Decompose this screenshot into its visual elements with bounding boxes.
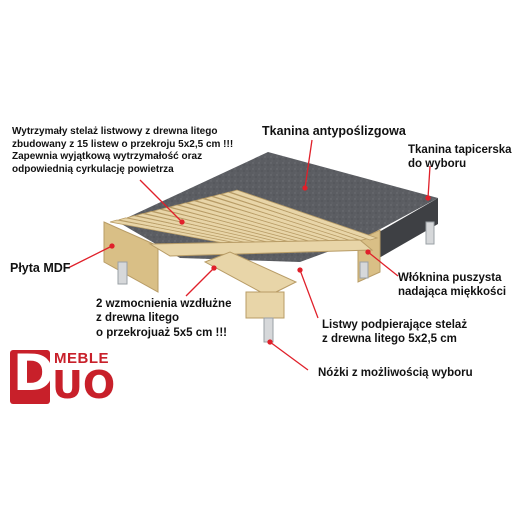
slats-desc-line-3: Zapewnia wyjątkową wytrzymałość oraz bbox=[12, 151, 203, 162]
logo-red-box bbox=[10, 350, 50, 404]
wood-slat bbox=[228, 189, 379, 241]
label-support-slats: Listwy podpierające stelaż z drewna lite… bbox=[322, 318, 467, 347]
upholstery-line-2: do wyboru bbox=[408, 158, 467, 171]
slats-desc-line-2: zbudowany z 15 listew o przekroju 5x2,5 … bbox=[12, 138, 234, 150]
label-slats-description: Wytrzymały stelaż listwowy z drewna lite… bbox=[12, 126, 233, 176]
side-panel-right bbox=[372, 198, 438, 262]
label-mdf-board: Płyta MDF bbox=[10, 261, 71, 275]
pointer-legs bbox=[269, 341, 309, 371]
reinforcements-line-1: 2 wzmocnienia wzdłużne bbox=[96, 298, 232, 310]
slats-desc-line-1: Wytrzymały stelaż listwowy z drewna lite… bbox=[12, 126, 218, 137]
reinforcement-beam-2 bbox=[203, 251, 298, 297]
pointer-mdf bbox=[67, 245, 113, 269]
leg-back-right bbox=[425, 221, 435, 245]
pointer-fleece bbox=[367, 251, 399, 277]
mdf-board bbox=[103, 221, 159, 293]
label-upholstery-fabric: Tkanina tapicerska do wyboru bbox=[408, 143, 512, 172]
label-antislip-fabric: Tkanina antypoślizgowa bbox=[262, 124, 406, 138]
pointer-upholstery bbox=[427, 165, 431, 199]
label-fleece: Włóknina puszysta nadająca miękkości bbox=[398, 271, 506, 300]
pointer-slats bbox=[139, 179, 183, 223]
logo-letter-d: D bbox=[13, 344, 55, 402]
support-slats-line-1: Listwy podpierające stelaż bbox=[322, 319, 468, 331]
leg-right-mid bbox=[359, 261, 369, 279]
slats-desc-line-4: odpowiednią cyrkulację powietrza bbox=[12, 163, 174, 175]
reinforcements-line-2: z drewna litego bbox=[96, 312, 180, 325]
logo-meble-text: MEBLE bbox=[54, 350, 109, 367]
label-legs: Nóżki z możliwością wyboru bbox=[318, 367, 473, 379]
upholstery-line-1: Tkanina tapicerska bbox=[408, 144, 512, 156]
reinforcements-line-3: o przekrojuaż 5x5 cm !!! bbox=[96, 326, 228, 339]
leg-front-mid bbox=[263, 317, 274, 343]
fleece-line-2: nadająca miękkości bbox=[398, 286, 507, 299]
reinforcement-beam-1 bbox=[148, 239, 374, 257]
support-block bbox=[245, 291, 285, 319]
fleece-line-1: Włóknina puszysta bbox=[398, 272, 502, 284]
meble-duo-logo: D MEBLE UO bbox=[10, 342, 122, 412]
support-slats-line-2: z drewna litego 5x2,5 cm bbox=[322, 333, 457, 346]
label-reinforcements: 2 wzmocnienia wzdłużne z drewna litego o… bbox=[96, 297, 231, 340]
pointer-antislip bbox=[304, 139, 313, 189]
pointer-support-slats bbox=[299, 269, 319, 319]
pointer-reinforcements bbox=[185, 267, 215, 297]
leg-front-left bbox=[117, 261, 128, 285]
logo-uo-text: UO bbox=[52, 363, 116, 407]
